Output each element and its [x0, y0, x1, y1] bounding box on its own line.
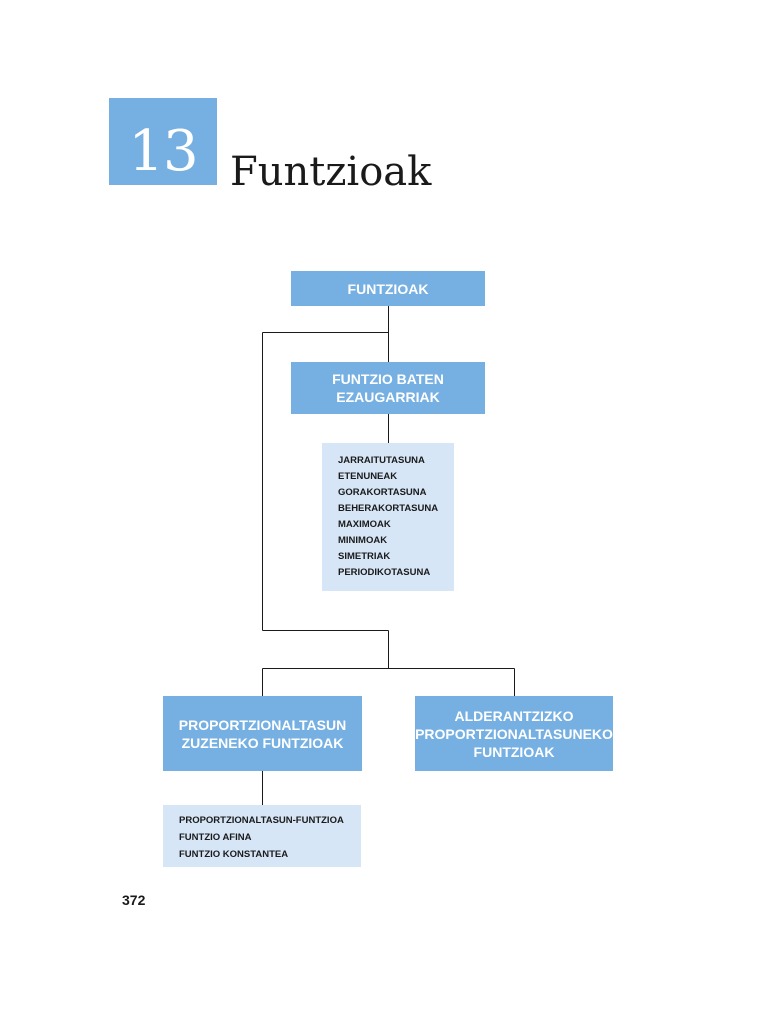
list-item: BEHERAKORTASUNA: [338, 503, 439, 514]
page-number: 372: [122, 892, 146, 908]
list-item: MAXIMOAK: [338, 519, 391, 530]
node-functions-label: FUNTZIOAK: [347, 280, 429, 297]
node-inverse-proportionality: ALDERANTZIZKO PROPORTZIONALTASUNEKO FUNT…: [415, 696, 613, 771]
node-function-characteristics-label: FUNTZIO BATEN EZAUGARRIAK: [332, 371, 444, 405]
chapter-number-box: 13: [109, 98, 217, 185]
chapter-number: 13: [128, 119, 198, 184]
list-item: FUNTZIO KONSTANTEA: [179, 849, 289, 860]
list-item: JARRAITUTASUNA: [338, 455, 425, 466]
node-direct-proportionality-label: PROPORTZIONALTASUN ZUZENEKO FUNTZIOAK: [178, 716, 347, 751]
list-item: MINIMOAK: [338, 535, 388, 546]
node-inverse-proportionality-label: ALDERANTZIZKO PROPORTZIONALTASUNEKO FUNT…: [415, 707, 613, 760]
direct-functions-list: PROPORTZIONALTASUN-FUNTZIOA FUNTZIO AFIN…: [163, 805, 361, 867]
list-item: ETENUNEAK: [338, 471, 398, 482]
list-item: PROPORTZIONALTASUN-FUNTZIOA: [179, 815, 344, 826]
characteristics-list: JARRAITUTASUNA ETENUNEAK GORAKORTASUNA B…: [322, 443, 454, 591]
node-function-characteristics: FUNTZIO BATEN EZAUGARRIAK: [291, 362, 485, 414]
node-direct-proportionality: PROPORTZIONALTASUN ZUZENEKO FUNTZIOAK: [163, 696, 362, 771]
node-functions: FUNTZIOAK: [291, 271, 485, 306]
list-item: GORAKORTASUNA: [338, 487, 427, 498]
list-item: SIMETRIAK: [338, 551, 391, 562]
chapter-title: Funtzioak: [230, 149, 432, 195]
list-item: PERIODIKOTASUNA: [338, 567, 431, 578]
list-item: FUNTZIO AFINA: [179, 832, 252, 843]
